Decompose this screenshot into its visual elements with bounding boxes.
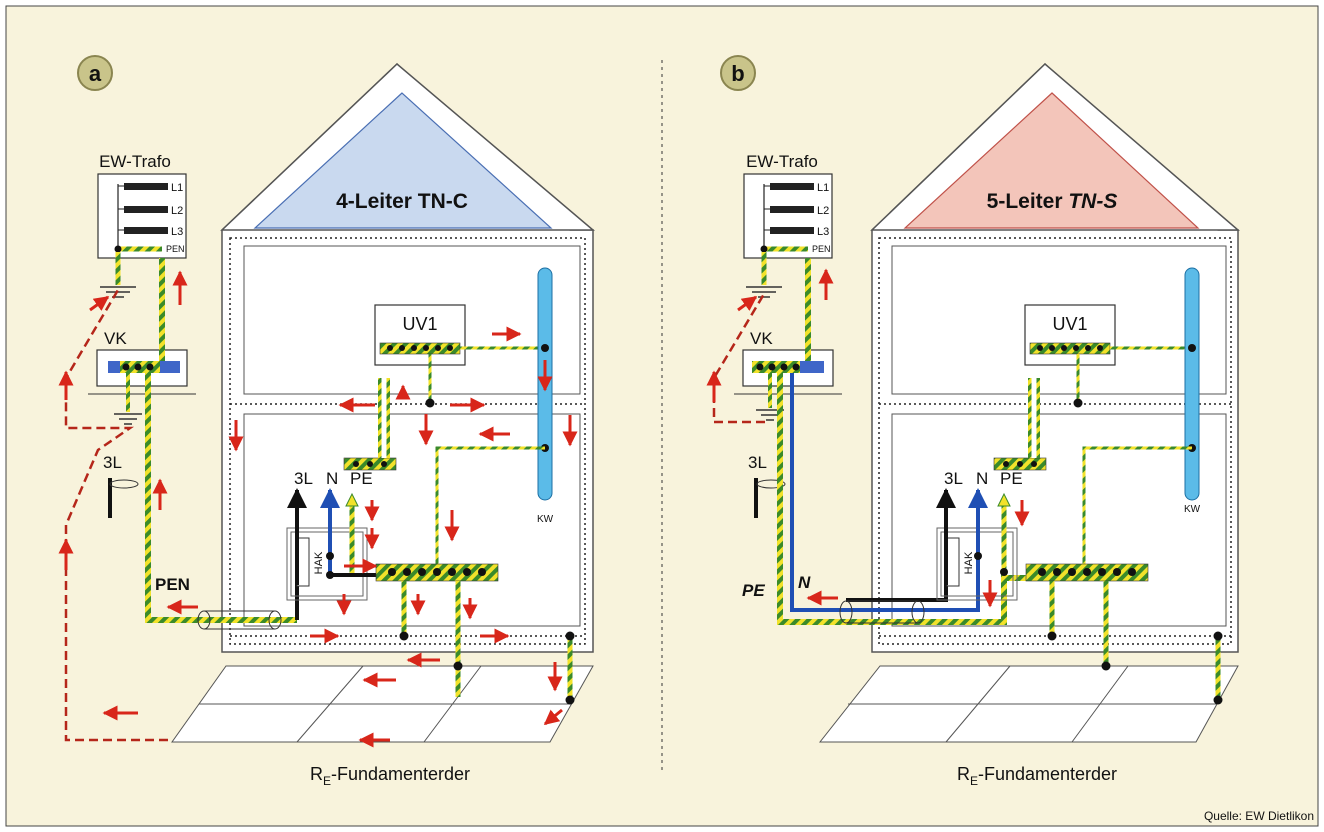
panel-b-supply-label-pe: PE xyxy=(742,581,765,600)
panel-a-earth-label: RE-Fundamenterder xyxy=(310,764,470,788)
panel-b-earth-label: RE-Fundamenterder xyxy=(957,764,1117,788)
panel-b: b 5-Leiter TN-S RE-Fundamenterder EW-Tra… xyxy=(706,55,1241,788)
panel-b-title: 5-Leiter TN-S xyxy=(987,190,1118,213)
panel-b-uv1: UV1 xyxy=(1024,304,1116,366)
panel-a-phase-l3: L3 xyxy=(171,226,183,238)
panel-b-current-arrows xyxy=(706,268,1030,608)
panel-a-supply-label: PEN xyxy=(155,575,190,594)
panel-a-earth-electrode xyxy=(171,665,594,743)
panel-a-phase-l2: L2 xyxy=(171,205,183,217)
panel-b-phase-l1: L1 xyxy=(817,182,829,194)
panel-b-kw-label: KW xyxy=(1184,504,1201,515)
panel-a-uv1-label: UV1 xyxy=(402,314,437,334)
panel-b-phase-l2: L2 xyxy=(817,205,829,217)
panel-b-phase-l3: L3 xyxy=(817,226,829,238)
panel-b-badge-letter: b xyxy=(731,61,744,86)
panel-b-vk-label: VK xyxy=(750,329,773,348)
panel-a-cond-n: N xyxy=(326,469,338,488)
panel-b-supply-label-n: N xyxy=(798,573,811,592)
panel-b-hak: HAK xyxy=(936,527,1018,601)
panel-a-pen-line xyxy=(145,373,297,623)
panel-b-trafo-label: EW-Trafo xyxy=(746,152,818,171)
panel-a-transformer: EW-Trafo L1 L2 L3 PEN xyxy=(97,152,187,259)
panel-b-cable-label: 3L xyxy=(748,453,767,472)
panel-a-kw-label: KW xyxy=(537,514,554,525)
panel-a-vk-label: VK xyxy=(104,329,127,348)
panel-a-phase-l1: L1 xyxy=(171,182,183,194)
panel-a-cond-3l: 3L xyxy=(294,469,313,488)
panel-a-uv1: UV1 xyxy=(374,304,466,366)
panel-b-roof-fill xyxy=(903,92,1200,229)
panel-b-cond-n: N xyxy=(976,469,988,488)
panel-b-hak-label: HAK xyxy=(963,551,975,574)
panel-a-water-pipe: KW xyxy=(537,267,554,525)
panel-a: a 4-Leiter TN-C RE-Fundamenterder EW-Tra… xyxy=(58,55,596,788)
panel-b-vk-box: VK xyxy=(734,329,842,395)
panel-a-trafo-pen-label: PEN xyxy=(166,244,185,254)
panel-a-badge: a xyxy=(77,55,113,91)
panel-a-hak-label: HAK xyxy=(313,551,325,574)
panel-a-title: 4-Leiter TN-C xyxy=(336,190,468,213)
panel-a-cond-pe: PE xyxy=(350,469,373,488)
panel-a-badge-letter: a xyxy=(89,61,102,86)
panel-a-current-arrows xyxy=(58,270,578,748)
panel-a-cable-label: 3L xyxy=(103,453,122,472)
panel-b-house: 5-Leiter TN-S xyxy=(870,62,1241,653)
panel-b-earth-electrode xyxy=(818,665,1239,743)
panel-b-n-line xyxy=(790,373,980,612)
panel-a-vk-box: VK xyxy=(88,329,196,395)
panel-b-cond-3l: 3L xyxy=(944,469,963,488)
source-credit: Quelle: EW Dietlikon xyxy=(1204,809,1314,823)
panel-b-cond-pe: PE xyxy=(1000,469,1023,488)
panel-b-badge: b xyxy=(720,55,756,91)
panel-a-trafo-label: EW-Trafo xyxy=(99,152,171,171)
panel-b-transformer: EW-Trafo L1 L2 L3 PEN xyxy=(743,152,833,259)
panel-b-trafo-earth xyxy=(746,252,782,298)
panel-b-uv1-label: UV1 xyxy=(1052,314,1087,334)
panel-b-water-pipe: KW xyxy=(1184,267,1201,515)
panel-b-trafo-pen-label: PEN xyxy=(812,244,831,254)
panel-a-roof-fill xyxy=(253,92,553,229)
